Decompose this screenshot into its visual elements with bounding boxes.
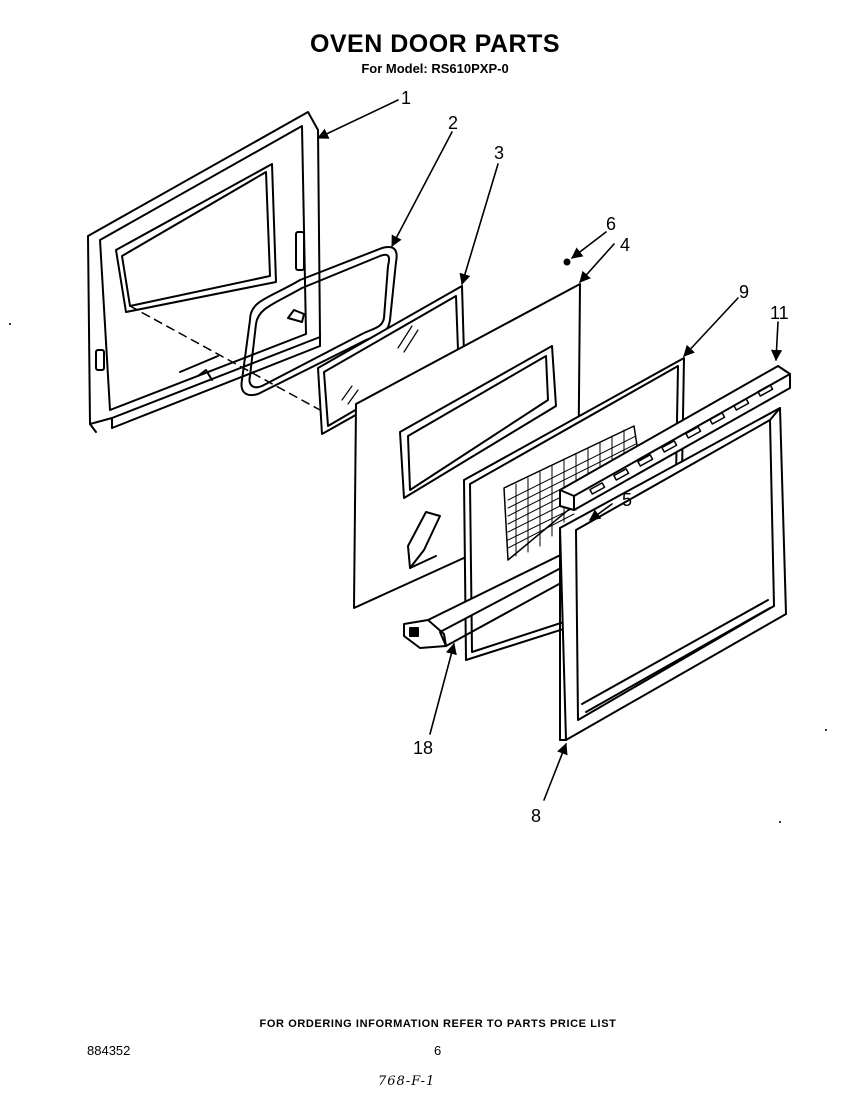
label-part-3: 3 [494,143,504,163]
label-part-8: 8 [531,806,541,826]
handwritten-code: 768-F-1 [378,1074,436,1089]
page-number: 6 [434,1043,442,1058]
door-frame [559,407,787,741]
leader-3 [459,163,499,286]
top-trim-bar [559,365,791,511]
model-subtitle: For Model: RS610PXP-0 [361,61,509,76]
ordering-note: FOR ORDERING INFORMATION REFER TO PARTS … [259,1018,617,1030]
label-part-11: 11 [770,303,789,323]
label-part-5: 5 [622,490,632,510]
leader-2 [391,131,453,247]
leader-8 [543,742,568,801]
label-part-4: 4 [620,235,630,255]
label-part-6: 6 [606,214,616,234]
label-part-18: 18 [413,738,433,758]
scan-speck [825,729,827,731]
leader-11 [770,321,783,362]
door-gasket [240,246,398,396]
leader-4 [579,243,615,283]
leader-9 [683,297,739,357]
leader-1 [316,99,399,139]
screw [563,258,571,266]
label-part-9: 9 [739,282,749,302]
leader-5 [589,503,613,521]
label-part-2: 2 [448,113,458,133]
alignment-dashed-line [129,305,321,411]
scan-speck [779,821,781,823]
page-title: OVEN DOOR PARTS [309,30,561,58]
document-number: 884352 [87,1043,131,1058]
inner-door-frame [87,111,321,433]
leader-6 [571,231,607,259]
leader-18 [429,642,457,735]
label-part-1: 1 [401,88,411,108]
scan-speck [9,323,11,325]
